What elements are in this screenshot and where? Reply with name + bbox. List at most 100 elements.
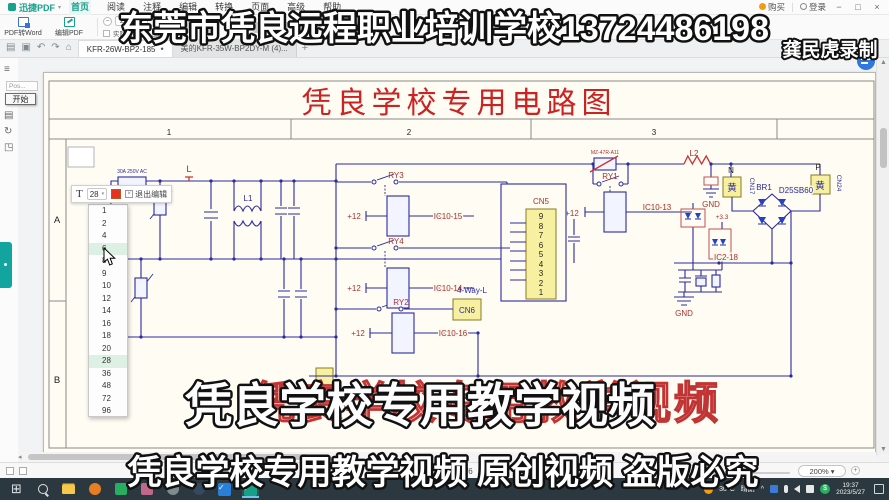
tray-app-icon[interactable]	[770, 485, 779, 493]
collapsed-panel-handle[interactable]	[0, 242, 12, 288]
font-size-option[interactable]: 72	[102, 393, 111, 403]
app-green-icon[interactable]	[112, 481, 129, 498]
double-page-view-icon[interactable]	[19, 467, 27, 475]
app-dark-icon[interactable]	[190, 481, 207, 498]
tab-document-1[interactable]: KFR-26W-BP2-185 •	[77, 40, 173, 57]
font-size-option[interactable]: 28	[89, 355, 127, 368]
minimize-button[interactable]: −	[836, 2, 842, 12]
thumbnails-icon[interactable]: ▤	[4, 110, 14, 121]
text-annotation-box[interactable]	[67, 146, 95, 168]
toolbar-icon[interactable]	[277, 21, 288, 33]
close-button[interactable]: ×	[874, 2, 880, 12]
app-gray-icon[interactable]	[164, 481, 181, 498]
fit-width-icon[interactable]	[142, 29, 149, 37]
toolbar-icon[interactable]	[325, 21, 336, 33]
toolbar-icon[interactable]	[253, 21, 264, 33]
menu-item[interactable]: 帮助	[323, 1, 342, 12]
toolbar-icon[interactable]	[229, 21, 240, 33]
toolbar-icon[interactable]	[373, 21, 384, 33]
toolbar-icon[interactable]	[397, 21, 408, 33]
actual-size-icon[interactable]	[103, 29, 110, 37]
fit-page-icon[interactable]	[152, 29, 159, 37]
font-size-option[interactable]: 12	[102, 293, 111, 303]
zoom-level-select[interactable]: 200% ▾	[115, 16, 149, 26]
zoom-out-button[interactable]: −	[103, 16, 112, 26]
text-tool-icon[interactable]: T	[76, 188, 83, 200]
font-size-option[interactable]: 14	[102, 306, 111, 315]
scroll-up-icon[interactable]: ▲	[880, 59, 887, 66]
scroll-down-icon[interactable]: ▼	[880, 446, 887, 453]
menu-item[interactable]: 转换	[215, 1, 234, 12]
zoom-slider-thumb[interactable]	[738, 469, 745, 476]
font-size-option[interactable]: 10	[102, 281, 111, 290]
page-number-input[interactable]	[448, 466, 462, 476]
app-orange-icon[interactable]	[86, 481, 103, 498]
speaker-icon[interactable]	[794, 485, 801, 493]
save-icon[interactable]: ▣	[21, 42, 31, 53]
pdf-to-word-button[interactable]: PDF转Word	[0, 15, 46, 39]
hamburger-icon[interactable]: ≡	[4, 64, 10, 75]
font-size-option[interactable]: 20	[102, 343, 111, 353]
start-icon[interactable]: ⊞	[8, 481, 25, 498]
rotate-icon[interactable]: ↻	[4, 126, 13, 137]
new-tab-button[interactable]: +	[301, 42, 309, 54]
zoom-level-select[interactable]: 200% ▾	[798, 465, 846, 477]
menu-item[interactable]: 阅读	[107, 1, 126, 12]
horizontal-scroll-thumb[interactable]	[28, 454, 308, 460]
weather-temp[interactable]: 30°C	[719, 485, 735, 493]
vertical-scroll-thumb[interactable]	[880, 128, 887, 168]
edit-pdf-button[interactable]: 编辑PDF	[46, 15, 92, 39]
menu-item[interactable]: 编辑	[179, 1, 198, 12]
bookmark-icon[interactable]: ◳	[4, 142, 14, 153]
print-icon[interactable]: ▤	[6, 42, 16, 53]
tray-expand-icon[interactable]: ^	[760, 485, 765, 493]
font-size-option[interactable]: 36	[102, 368, 111, 378]
app-logo[interactable]: 迅捷PDF ▾	[0, 1, 69, 14]
font-color-swatch[interactable]	[111, 189, 122, 199]
weather-text[interactable]: 晴朗	[740, 486, 755, 493]
next-page-button[interactable]: ▸	[479, 466, 484, 475]
tab-document-2[interactable]: 美的KFR-35W-BP2DY-M (4)...	[172, 40, 297, 57]
font-size-option[interactable]: 18	[102, 331, 111, 340]
search-icon[interactable]	[34, 481, 51, 498]
microphone-icon[interactable]	[784, 485, 789, 493]
explorer-icon[interactable]	[60, 481, 77, 498]
view-mode-icon[interactable]	[162, 29, 169, 37]
menu-item[interactable]: 页面	[251, 1, 270, 12]
font-size-option[interactable]: 9	[102, 268, 107, 278]
exit-edit-button[interactable]: × 退出编辑	[125, 189, 167, 200]
redo-icon[interactable]: ↷	[51, 42, 60, 53]
buy-button[interactable]: 购买	[758, 1, 785, 13]
app-pink-icon[interactable]	[138, 481, 155, 498]
weather-icon[interactable]	[704, 484, 714, 494]
pdf-editor-icon[interactable]: P	[242, 480, 259, 498]
home-icon[interactable]: ⌂	[65, 42, 72, 53]
font-size-option[interactable]: 96	[102, 406, 111, 415]
scroll-left-icon[interactable]: ◂	[18, 454, 22, 461]
menu-item[interactable]: 首页	[69, 0, 92, 15]
menu-item[interactable]: 注释	[143, 1, 162, 12]
prev-page-button[interactable]: ◂	[439, 466, 444, 475]
floating-assistant-button[interactable]	[857, 52, 875, 70]
clock[interactable]: 19:37 2023/5/27	[836, 482, 865, 497]
zoom-in-button[interactable]: +	[851, 466, 860, 475]
font-size-select[interactable]: 28 ▾	[86, 188, 108, 200]
security-shield-icon[interactable]: ✓	[216, 481, 233, 498]
maximize-button[interactable]: □	[855, 2, 861, 12]
toolbar-icon[interactable]	[181, 21, 192, 33]
zoom-out-button[interactable]: −	[681, 466, 690, 475]
vertical-scrollbar[interactable]: ▲ ▼	[876, 58, 889, 454]
horizontal-scrollbar[interactable]: ◂	[18, 452, 876, 462]
network-icon[interactable]	[806, 485, 815, 493]
start-button[interactable]: 开始	[5, 93, 36, 105]
toolbar-icon[interactable]	[301, 21, 312, 33]
undo-icon[interactable]: ↶	[36, 42, 46, 53]
currency-tray-icon[interactable]: $	[820, 484, 831, 494]
menu-item[interactable]: 高级	[287, 1, 306, 12]
toolbar-icon[interactable]	[349, 21, 360, 33]
font-size-option[interactable]: 2	[102, 218, 107, 228]
font-size-option[interactable]: 48	[102, 381, 111, 390]
font-size-option[interactable]: 4	[102, 231, 107, 240]
notification-center-icon[interactable]	[874, 484, 884, 494]
login-button[interactable]: 登录	[799, 1, 826, 13]
